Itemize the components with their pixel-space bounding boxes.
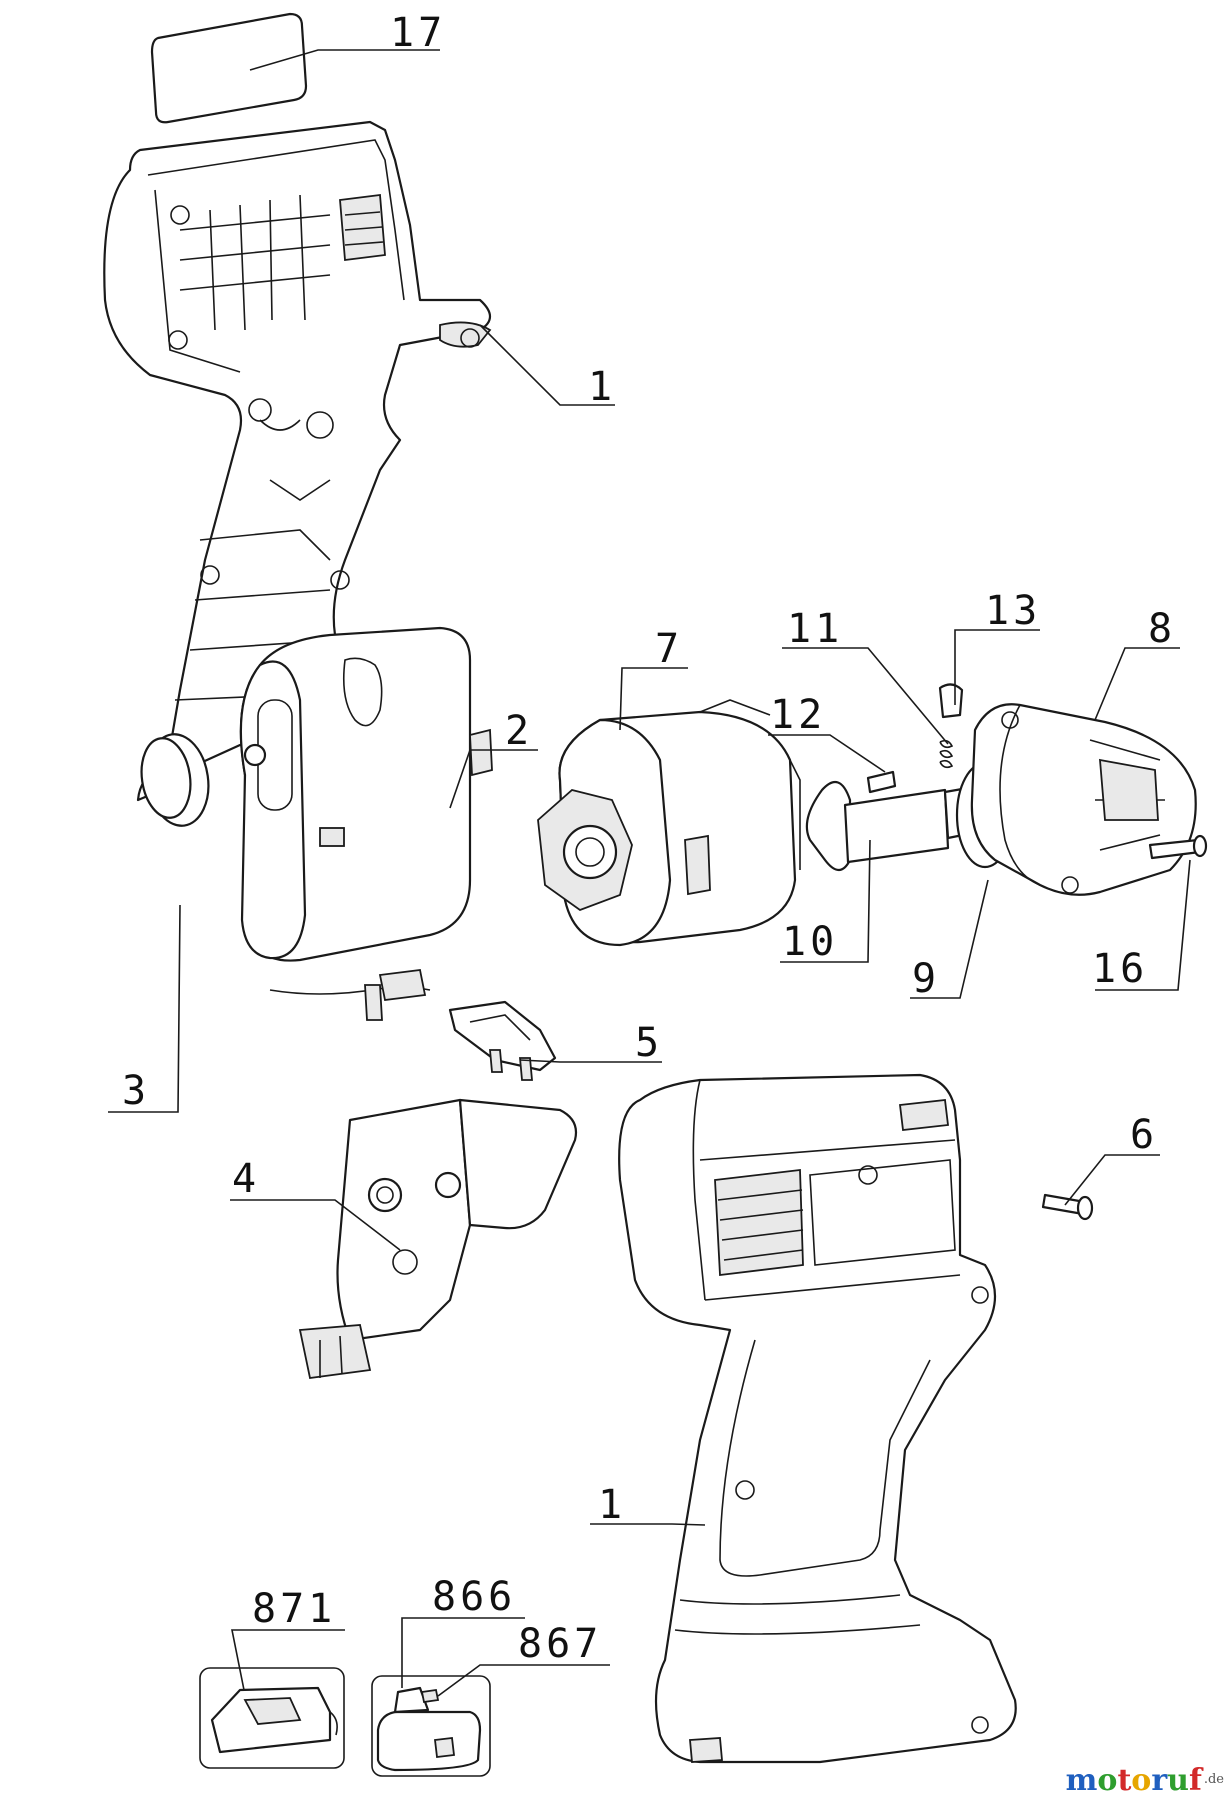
watermark-suffix: .de <box>1204 1772 1224 1787</box>
part-8-nose-housing <box>970 703 1197 896</box>
part-871-charger <box>199 1667 345 1769</box>
part-7-gear-housing <box>537 699 801 947</box>
watermark-text: motoruf <box>1066 1763 1204 1798</box>
watermark-letter: r <box>1151 1763 1168 1798</box>
label-12: 12 <box>770 692 826 738</box>
watermark-logo: motoruf .de <box>1066 1763 1225 1798</box>
label-3: 3 <box>122 1068 150 1114</box>
part-17-label-plate <box>150 12 308 124</box>
label-2: 2 <box>505 708 533 754</box>
label-6: 6 <box>1130 1112 1158 1158</box>
label-867: 867 <box>518 1621 602 1667</box>
label-7: 7 <box>655 626 683 672</box>
label-871: 871 <box>252 1586 336 1632</box>
part-number-labels: 17 1 13 11 8 12 7 2 3 10 9 16 5 4 6 1 87… <box>122 10 1176 1667</box>
label-5: 5 <box>635 1020 663 1066</box>
label-866: 866 <box>432 1574 516 1620</box>
watermark-letter: f <box>1189 1763 1204 1798</box>
watermark-letter: o <box>1097 1763 1117 1798</box>
watermark-letter: t <box>1117 1763 1131 1798</box>
watermark-letter: m <box>1066 1763 1098 1798</box>
part-16-screw <box>1148 834 1208 860</box>
watermark-letter: u <box>1167 1763 1189 1798</box>
part-6-screw <box>1041 1193 1094 1221</box>
label-4: 4 <box>232 1156 260 1202</box>
label-9: 9 <box>912 956 940 1002</box>
label-1-bottom: 1 <box>598 1482 626 1528</box>
part-2-motor <box>239 626 493 1021</box>
part-10-anvil-spindle <box>805 780 1010 872</box>
label-16: 16 <box>1092 946 1148 992</box>
label-1-top: 1 <box>588 364 616 410</box>
part-5-connector <box>448 1000 557 1081</box>
part-866-battery <box>371 1675 491 1777</box>
watermark-letter: o <box>1131 1763 1151 1798</box>
part-1-housing-half <box>103 120 492 802</box>
leader-lines <box>108 49 1191 1697</box>
part-867-insert <box>420 1688 440 1704</box>
label-8: 8 <box>1148 606 1176 652</box>
label-13: 13 <box>985 588 1041 634</box>
part-12-pin <box>866 770 897 794</box>
label-11: 11 <box>787 606 843 652</box>
label-17: 17 <box>390 10 446 56</box>
part-1-housing-assembled <box>618 1073 1017 1764</box>
part-4-switch <box>298 1098 578 1380</box>
part-11-spring <box>939 739 954 769</box>
part-13-plunger <box>938 683 964 719</box>
part-3-end-cap <box>140 733 210 827</box>
label-10: 10 <box>782 919 838 965</box>
